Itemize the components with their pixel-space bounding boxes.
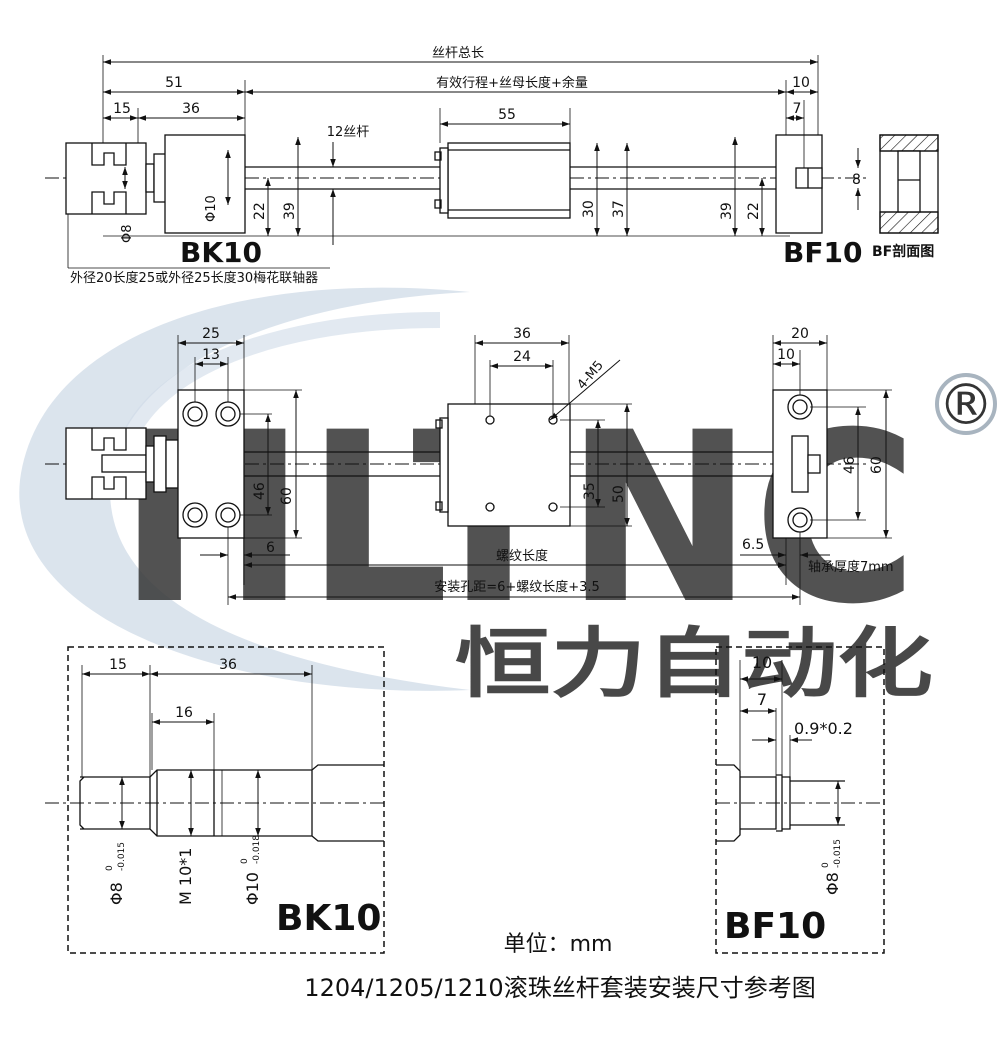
dim-6: 6 <box>266 540 275 556</box>
label-bk10-detail: BK10 <box>276 898 381 939</box>
bk-detail-dim-36: 36 <box>219 657 237 673</box>
bf-detail-dim-10: 10 <box>752 653 772 672</box>
dim-46-left: 46 <box>252 482 268 500</box>
bk-detail-phi10-tol-up: 0 <box>240 858 250 864</box>
dim-51: 51 <box>165 75 183 91</box>
top-ball-nut <box>447 142 571 219</box>
label-thread-length: 螺纹长度 <box>496 548 548 564</box>
top-view <box>45 55 939 269</box>
dim-15-top: 15 <box>113 101 131 117</box>
dim-39-top-left: 39 <box>282 202 298 220</box>
bf-detail-phi8-tol-up: 0 <box>821 862 831 868</box>
mid-ball-nut <box>447 403 571 527</box>
label-bf10-detail: BF10 <box>724 906 826 947</box>
dim-36-mid: 36 <box>513 326 531 342</box>
bf-detail-phi8-tol-low: -0.015 <box>833 839 843 868</box>
bk-detail-phi10: Φ10 <box>243 872 262 905</box>
bk-detail-phi8-tol-low: -0.015 <box>117 842 127 871</box>
dim-25: 25 <box>202 326 220 342</box>
dim-total-length: 丝杆总长 <box>432 46 484 61</box>
dim-20: 20 <box>791 326 809 342</box>
dim-37: 37 <box>611 200 627 218</box>
bk10-detail-frame <box>67 646 385 954</box>
dim-13: 13 <box>202 347 220 363</box>
dim-phi10-top: Φ10 <box>204 195 219 222</box>
label-hole-pitch: 安装孔距=6+螺纹长度+3.5 <box>434 579 600 595</box>
dim-39-top-right: 39 <box>719 202 735 220</box>
dim-8-top: 8 <box>852 172 861 188</box>
dim-36-top: 36 <box>182 101 200 117</box>
watermark-swoosh <box>19 287 470 691</box>
dim-35: 35 <box>582 482 598 500</box>
dim-22-top-right: 22 <box>746 202 762 220</box>
bk-detail-dim-16: 16 <box>175 705 193 721</box>
mid-view-labels: 25 13 36 24 4-M5 20 10 46 60 35 50 46 60… <box>202 326 894 595</box>
dim-24: 24 <box>513 349 531 365</box>
bf10-detail-labels: 10 7 0.9*0.2 Φ8 0 -0.015 BF10 <box>724 653 853 947</box>
bk10-shaft-profile <box>79 764 384 842</box>
dim-22-top-left: 22 <box>252 202 268 220</box>
bk-detail-m10: M 10*1 <box>176 848 195 905</box>
unit-label: 单位：mm <box>504 932 613 957</box>
dim-10-top: 10 <box>792 75 810 91</box>
drawing-caption: 1204/1205/1210滚珠丝杆套装安装尺寸参考图 <box>304 974 815 1002</box>
label-12-screw: 12丝杆 <box>327 125 370 140</box>
dim-10-mid: 10 <box>777 347 795 363</box>
dim-60-left: 60 <box>279 487 295 505</box>
dim-50: 50 <box>611 485 627 503</box>
top-bk10-block <box>164 134 246 234</box>
bk-detail-phi8-tol-up: 0 <box>105 865 115 871</box>
mid-view <box>45 335 892 605</box>
bf-detail-dim-7: 7 <box>757 690 767 709</box>
bf10-detail <box>715 646 885 954</box>
registered-mark: ® <box>938 373 994 438</box>
dim-phi8-top: Φ8 <box>120 224 135 243</box>
watermark-cn: 恒力自动化 <box>455 619 933 708</box>
bk-detail-dim-15: 15 <box>109 657 127 673</box>
bk-detail-phi10-tol-low: -0.018 <box>252 835 262 864</box>
bf10-detail-frame <box>715 646 885 954</box>
mid-bk10-block <box>177 389 245 539</box>
top-view-labels: 丝杆总长 51 有效行程+丝母长度+余量 10 15 36 7 55 12丝杆 … <box>70 46 934 286</box>
label-bf-section: BF剖面图 <box>872 243 934 260</box>
dim-55: 55 <box>498 107 516 123</box>
dim-7-top: 7 <box>793 101 802 117</box>
dim-effective-stroke: 有效行程+丝母长度+余量 <box>436 75 588 91</box>
label-bearing-thickness: 轴承厚度7mm <box>808 559 894 575</box>
bf-detail-groove: 0.9*0.2 <box>794 719 853 738</box>
registered-mark-ring <box>935 373 997 435</box>
dim-60-right: 60 <box>869 456 885 474</box>
bf-detail-phi8: Φ8 <box>823 872 842 895</box>
bf10-shaft-profile <box>716 764 845 842</box>
dim-46-right: 46 <box>842 456 858 474</box>
bk10-detail <box>45 646 385 954</box>
bk-detail-phi8: Φ8 <box>107 882 126 905</box>
label-bf10-top: BF10 <box>783 236 862 269</box>
label-bk10-top: BK10 <box>180 236 262 269</box>
dim-6-5: 6.5 <box>742 537 764 553</box>
label-coupling-note: 外径20长度25或外径25长度30梅花联轴器 <box>70 270 318 286</box>
dim-30: 30 <box>581 200 597 218</box>
bk10-detail-labels: 15 36 16 Φ8 0 -0.015 M 10*1 Φ10 0 -0.018… <box>105 657 381 939</box>
